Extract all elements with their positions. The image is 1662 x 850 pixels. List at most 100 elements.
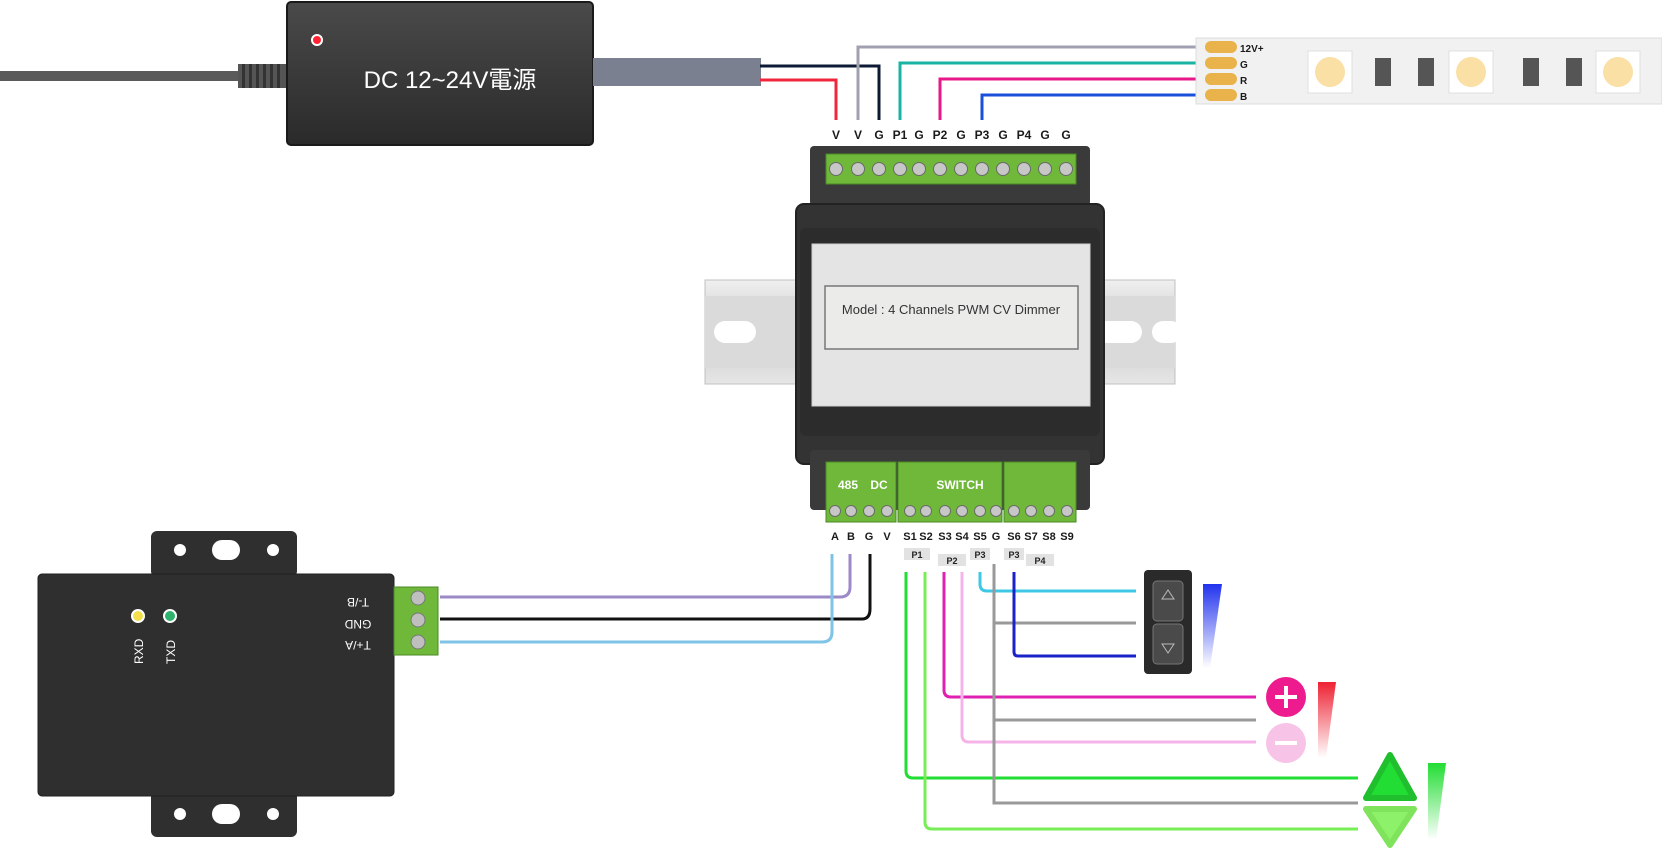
strip-pad-12v: 12V+ xyxy=(1240,44,1264,55)
wire-strip-12v xyxy=(856,45,1200,120)
minus-icon[interactable] xyxy=(1266,723,1306,763)
wire-s4-lightpink xyxy=(960,572,1256,744)
wire-strip-b xyxy=(980,93,1200,120)
terminal-screw xyxy=(939,505,951,517)
terminal-screw xyxy=(893,162,907,176)
bottom-terminal-screws xyxy=(829,505,1073,517)
blue-level-indicator xyxy=(1203,584,1222,668)
resistor xyxy=(1375,58,1391,86)
terminal-screw xyxy=(829,505,841,517)
top-terminal-g-label: G xyxy=(1040,128,1049,142)
tag-p3: P3 xyxy=(974,550,985,560)
rxd-led-icon xyxy=(131,609,145,623)
txd-led-icon xyxy=(163,609,177,623)
strip-pads xyxy=(1205,41,1237,101)
rail-slot xyxy=(1152,321,1182,343)
top-wires xyxy=(760,45,1200,120)
bottom-terminal-g-label: G xyxy=(865,531,874,543)
dimmer-module: Model : 4 Channels PWM CV Dimmer 485 DC … xyxy=(795,146,1105,523)
terminal-screw xyxy=(872,162,886,176)
resistor xyxy=(1566,58,1582,86)
terminal-screw xyxy=(974,505,986,517)
bottom-terminal-s9-label: S9 xyxy=(1060,531,1073,543)
bottom-terminal-a-label: A xyxy=(831,531,839,543)
tag-p3b: P3 xyxy=(1008,550,1019,560)
bottom-terminal-s1-label: S1 xyxy=(903,531,916,543)
top-terminal-p4-label: P4 xyxy=(1017,128,1032,142)
top-terminal-g-label: G xyxy=(998,128,1007,142)
bottom-terminal-g-label: G xyxy=(992,531,1001,543)
wire-gnd xyxy=(440,554,872,621)
top-terminal-p1-label: P1 xyxy=(893,128,908,142)
channel-tags: P1 P2 P3 P3 P4 xyxy=(904,548,1054,566)
top-terminal-screws xyxy=(829,162,1073,176)
terminal-screw xyxy=(912,162,926,176)
group-485-label: 485 xyxy=(838,478,858,492)
wire-strip-g xyxy=(898,61,1200,120)
led-chip xyxy=(1448,50,1494,94)
terminal-screw xyxy=(1059,162,1073,176)
group-dc-label: DC xyxy=(870,478,888,492)
wire-strip-r xyxy=(938,77,1200,120)
cord-strain-relief xyxy=(238,64,288,88)
terminal-screw xyxy=(904,505,916,517)
red-level-indicator xyxy=(1318,682,1336,758)
triangle-up-icon[interactable] xyxy=(1363,752,1417,801)
terminal-screw xyxy=(1008,505,1020,517)
resistor xyxy=(1523,58,1539,86)
group-switch-label: SWITCH xyxy=(936,478,983,492)
terminal-screw xyxy=(975,162,989,176)
conv-term-gnd: GND xyxy=(344,617,371,631)
top-terminal-block xyxy=(825,153,1077,185)
terminal-screw xyxy=(1025,505,1037,517)
bottom-terminal-s3-label: S3 xyxy=(938,531,951,543)
strip-pad-b: B xyxy=(1240,92,1247,103)
wire-g-gray-main xyxy=(992,623,1358,805)
output-cable xyxy=(593,58,761,86)
strip-pad-g: G xyxy=(1240,60,1248,71)
terminal-screw xyxy=(956,505,968,517)
tag-p1: P1 xyxy=(911,550,922,560)
terminal-screw xyxy=(845,505,857,517)
terminal-screw xyxy=(851,162,865,176)
up-down-rocker-icon[interactable] xyxy=(1144,570,1192,674)
terminal-screw xyxy=(933,162,947,176)
led-chip xyxy=(1595,50,1641,94)
bottom-terminal-s4-label: S4 xyxy=(955,531,969,543)
model-box xyxy=(824,285,1079,350)
terminal-screw xyxy=(920,505,932,517)
plus-icon[interactable] xyxy=(1266,677,1306,717)
wire-s5-cyan xyxy=(978,572,1136,593)
model-text: Model : 4 Channels PWM CV Dimmer xyxy=(842,302,1061,317)
bottom-terminal-s6-label: S6 xyxy=(1007,531,1020,543)
power-supply-label: DC 12~24V電源 xyxy=(364,67,537,94)
conv-term-ta: T+/A xyxy=(345,638,371,652)
terminal-screw xyxy=(881,505,893,517)
bottom-terminal-b-label: B xyxy=(847,531,855,543)
top-terminal-v-label: V xyxy=(832,128,840,142)
terminal-screw xyxy=(954,162,968,176)
txd-label: TXD xyxy=(164,640,178,664)
bottom-wires xyxy=(440,554,1358,831)
strip-pad-r: R xyxy=(1240,76,1248,87)
top-terminal-g-label: G xyxy=(874,128,883,142)
rs485-converter: RXD TXD T-/B GND T+/A xyxy=(37,531,439,837)
wire-ps-navy xyxy=(760,64,881,120)
bottom-terminal-v-label: V xyxy=(883,531,891,543)
resistor xyxy=(1418,58,1434,86)
top-terminal-g-label: G xyxy=(1061,128,1070,142)
led-chip xyxy=(1307,50,1353,94)
wire-s6-darkblue xyxy=(1012,572,1136,658)
top-terminal-v-label: V xyxy=(854,128,862,142)
triangle-down-icon[interactable] xyxy=(1363,806,1417,848)
green-level-indicator xyxy=(1428,763,1446,840)
wire-ps-red xyxy=(760,78,838,120)
rail-slot xyxy=(714,321,756,343)
top-terminal-g-label: G xyxy=(914,128,923,142)
wire-tb xyxy=(440,554,852,599)
wire-s3-magenta xyxy=(942,572,1256,699)
bottom-terminal-s8-label: S8 xyxy=(1042,531,1055,543)
terminal-screw xyxy=(990,505,1002,517)
